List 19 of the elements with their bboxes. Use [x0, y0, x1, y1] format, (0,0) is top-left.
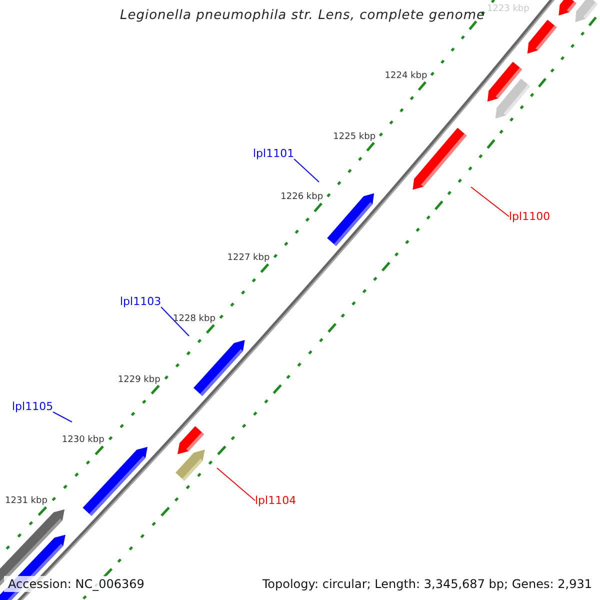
scale-label: 1229 kbp — [118, 376, 160, 385]
gene-label: lpl1104 — [255, 495, 296, 506]
gene-label: lpl1100 — [509, 211, 550, 222]
leader-line — [470, 186, 510, 217]
scale-label: 1231 kbp — [5, 497, 48, 506]
scale-label: 1230 kbp — [62, 436, 104, 446]
leader-line — [160, 306, 190, 336]
scale-label: 1225 kbp — [333, 132, 376, 142]
gene-label: lpl1101 — [253, 148, 294, 159]
leader-line — [294, 158, 320, 182]
gene-label: lpl1103 — [120, 296, 162, 307]
title: Legionella pneumophila str. Lens, complete genome — [120, 9, 486, 22]
leader-line — [52, 412, 72, 422]
scale-label: 1228 kbp — [173, 314, 216, 324]
scale-label: 1226 kbp — [280, 193, 324, 202]
scale-label: 1224 kbp — [384, 72, 428, 81]
scale-label: 1227 kbp — [227, 254, 270, 264]
gene-label: lpl1105 — [12, 401, 54, 412]
leader-line — [216, 468, 256, 501]
